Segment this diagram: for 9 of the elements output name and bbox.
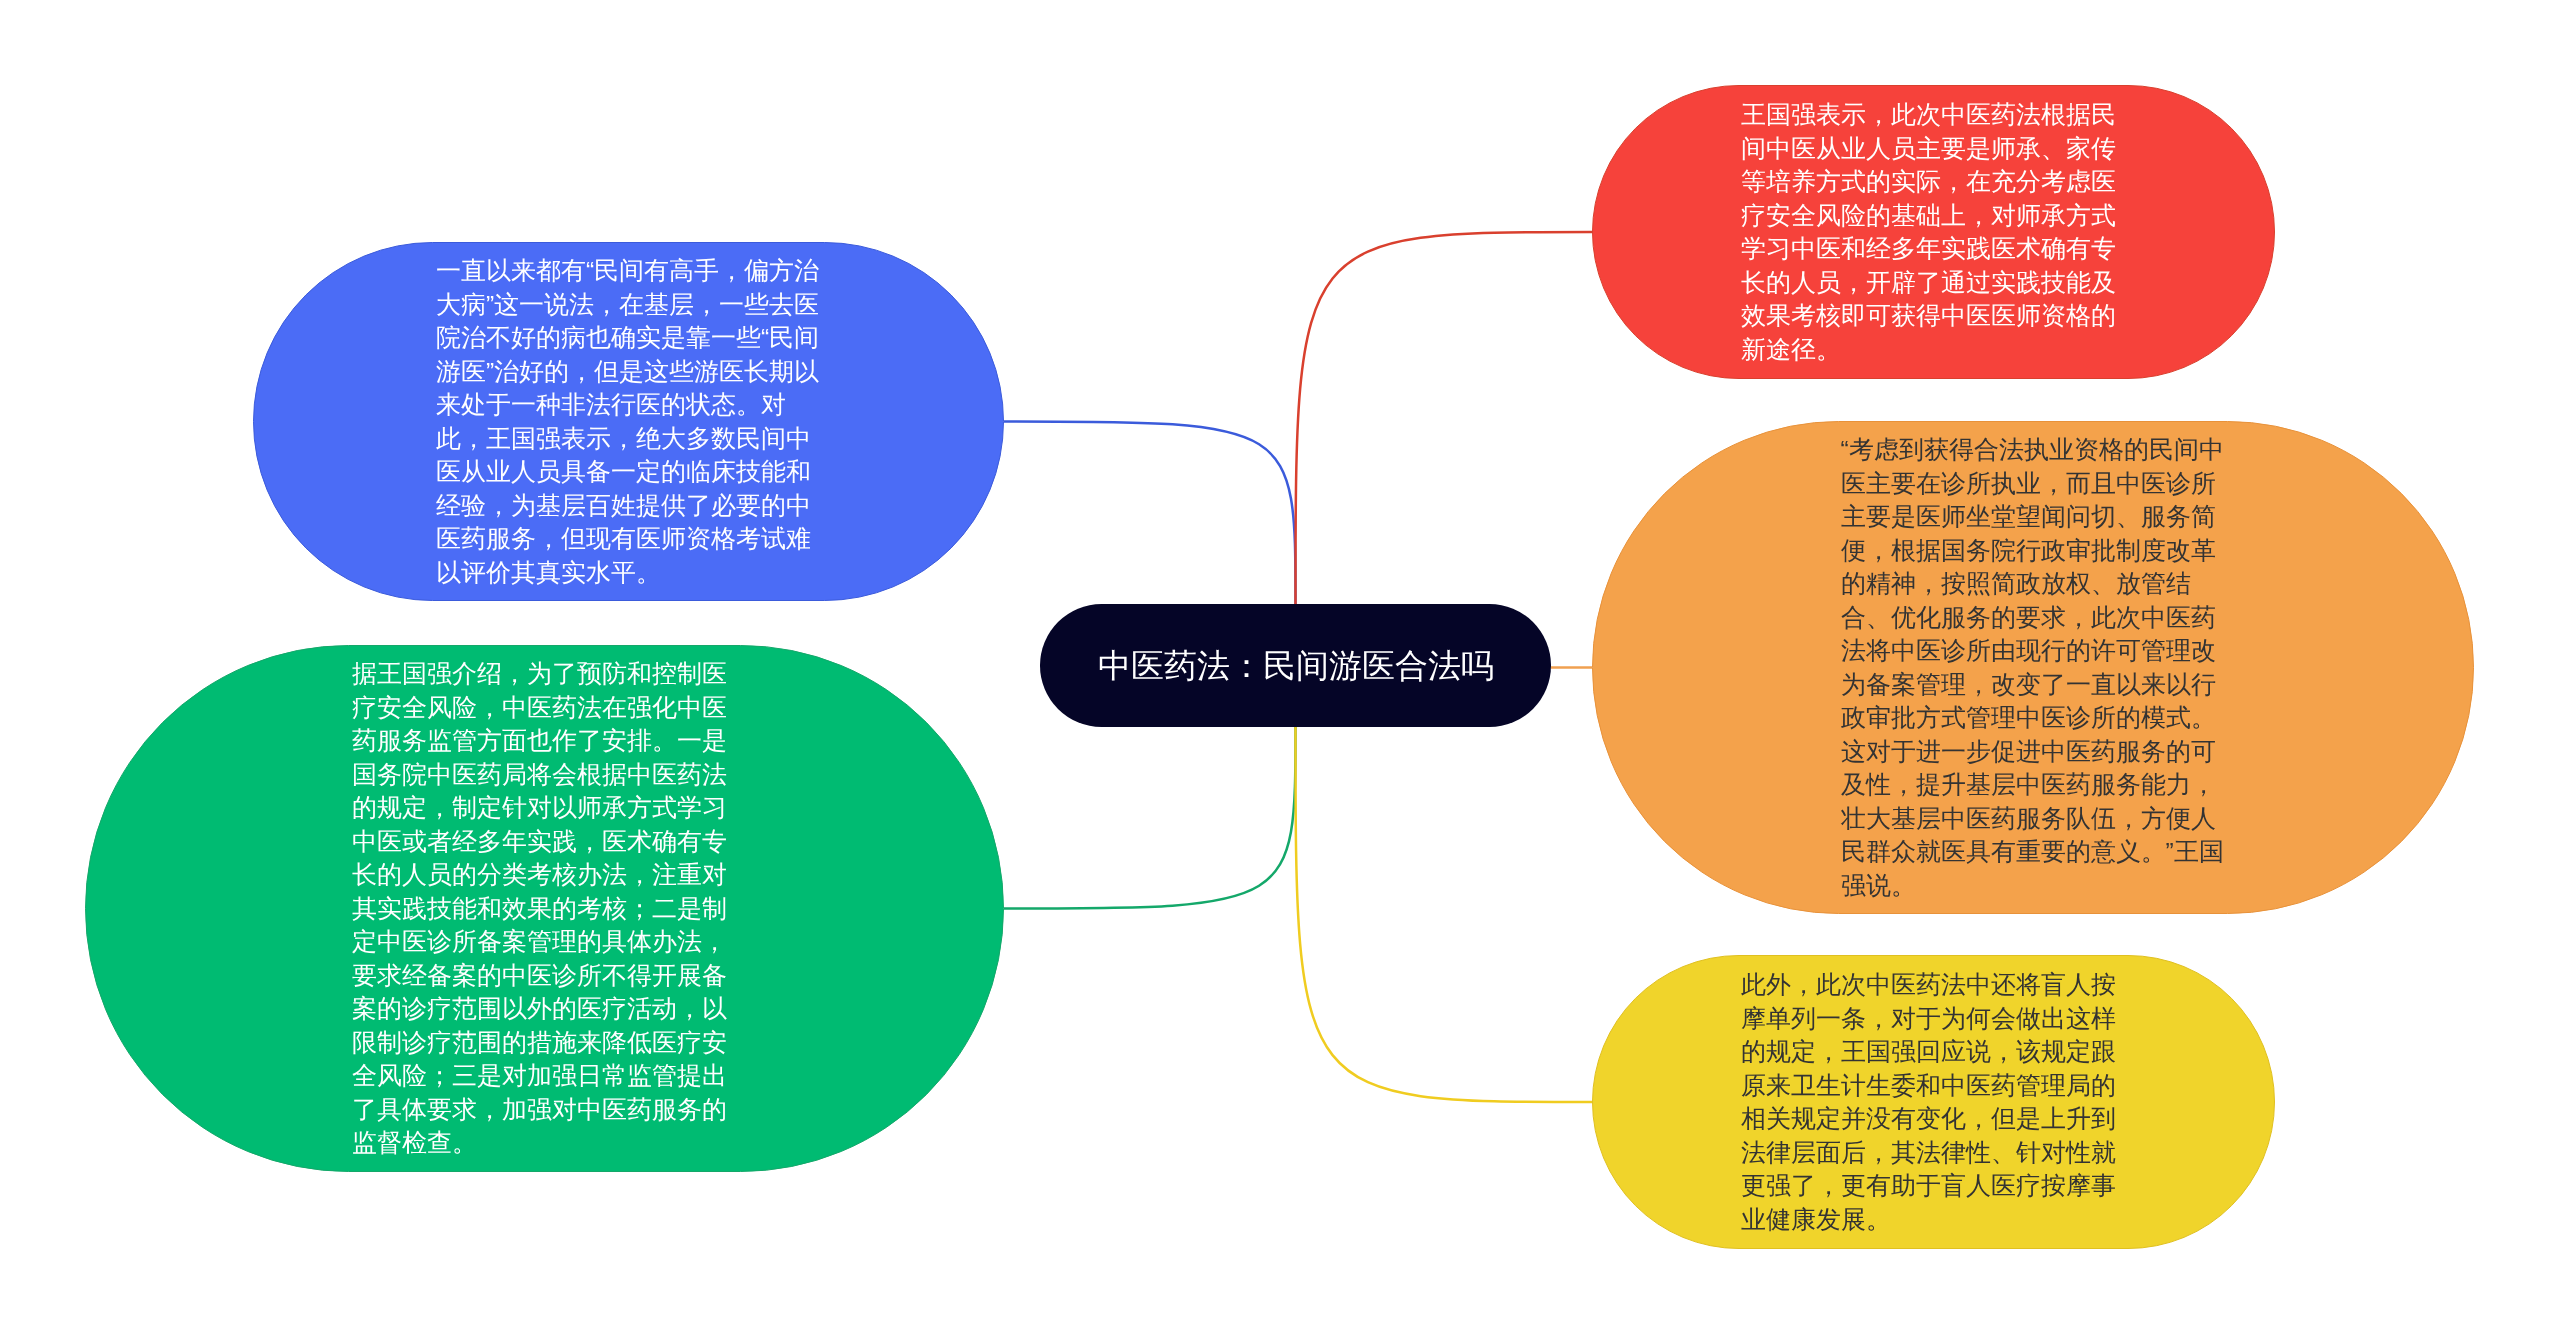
topic-text: “考虑到获得合法执业资格的民间中医主要在诊所执业，而且中医诊所主要是医师坐堂望闻问切、服务简便，根据国务院行政审批制度改革的精神，按照简政放权、放管结合、优化服务的要求，此次中医药法将中医诊所由现行的许可管理改为备案管理，改变了一直以来以行政审批方式管理中医诊所的模式。这对于进一步促进中医药服务的可及性，提升基层中医药服务能力，壮大基层中医药服务队伍，方便人民群众就医具有重要的意义。”王国强说。: [1840, 435, 2225, 901]
connector-line: [1294, 230, 1592, 604]
topic-text: 一直以来都有“民间有高手，偏方治大病”这一说法，在基层，一些去医院治不好的病也确实是靠一些“民间游医”治好的，但是这些游医长期以来处于一种非法行医的状态。对此，王国强表示，绝大多数民间中医从业人员具备一定的临床技能和经验，为基层百姓提供了必要的中医药服务，但现有医师资格考试难以评价其真实水平。: [436, 256, 821, 588]
topic-text: 王国强表示，此次中医药法根据民间中医从业人员主要是师承、家传等培养方式的实际，在充分考虑医疗安全风险的基础上，对师承方式学习中医和经多年实践医术确有专长的人员，开辟了通过实践技能及效果考核即可获得中医医师资格的新途径。: [1741, 100, 2117, 365]
connector-line: [1551, 666, 1592, 669]
topic-text: 此外，此次中医药法中还将盲人按摩单列一条，对于为何会做出这样的规定，王国强回应说，该规定跟原来卫生计生委和中医药管理局的相关规定并没有变化，但是上升到法律层面后，其法律性、针对性就更强了，更有助于盲人医疗按摩事业健康发展。: [1741, 970, 2117, 1235]
topic-text: 据王国强介绍，为了预防和控制医疗安全风险，中医药法在强化中医药服务监管方面也作了安排。一是国务院中医药局将会根据中医药法的规定，制定针对以师承方式学习中医或者经多年实践，医术确有专长的人员的分类考核办法，注重对其实践技能和效果的考核；二是制定中医诊所备案管理的具体办法，要求经备案的中医诊所不得开展备案的诊疗范围以外的医疗活动，以限制诊疗范围的措施来降低医疗安全风险；三是对加强日常监管提出了具体要求，加强对中医药服务的监督检查。: [352, 659, 728, 1159]
topic-text: 中医药法：民间游医合法吗: [1096, 645, 1495, 686]
connector-line: [1294, 727, 1592, 1104]
